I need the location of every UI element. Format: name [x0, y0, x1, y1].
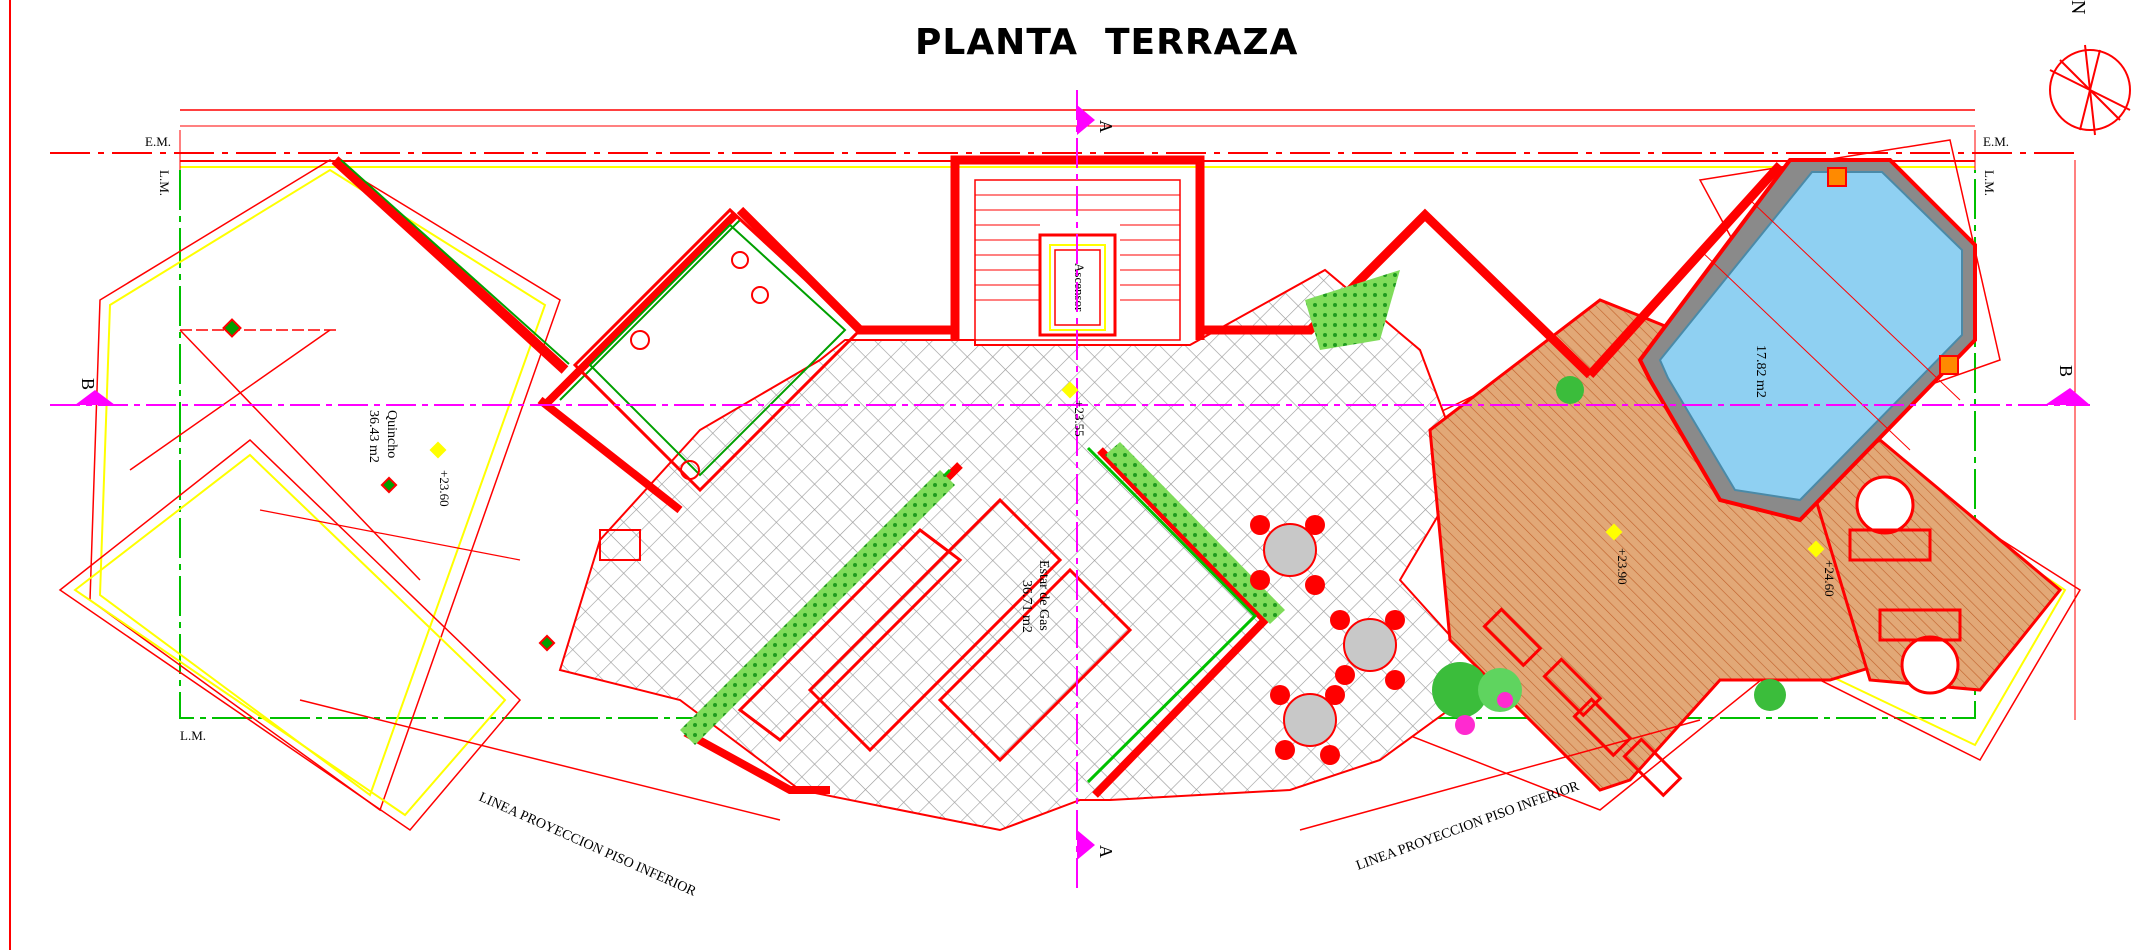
- quincho-label: Quincho: [384, 410, 399, 458]
- section-a-bottom: A: [1096, 845, 1116, 858]
- em-label-left: E.M.: [145, 134, 171, 149]
- estar-area-label: 36.71 m2: [1019, 580, 1034, 633]
- section-a-top: A: [1096, 120, 1116, 133]
- em-label-right: E.M.: [1983, 134, 2009, 149]
- estar-label: Estar de Gas: [1036, 560, 1051, 631]
- quincho-level-label: +23.60: [437, 470, 452, 507]
- section-axes: [50, 90, 2090, 890]
- service-rooms: [572, 207, 863, 561]
- section-b-left: B: [78, 378, 98, 390]
- quincho-walls: [129, 156, 570, 652]
- deck-level-label: +23.90: [1615, 548, 1630, 585]
- lm-label-right: L.M.: [1982, 170, 1997, 196]
- plan-title: PLANTA TERRAZA: [915, 22, 1299, 63]
- property-boundary: [179, 170, 1976, 719]
- north-label: N: [2067, 0, 2089, 14]
- lounge-chairs: [1482, 528, 1962, 798]
- benches: [737, 497, 1133, 763]
- projection-label-right: LINEA PROYECCION PISO INFERIOR: [1354, 779, 1582, 874]
- right-level-label: +24.60: [1822, 560, 1837, 597]
- section-b-right: B: [2056, 365, 2076, 377]
- quincho-area-label: 36.43 m2: [366, 410, 381, 463]
- north-arrow-icon: [2049, 44, 2131, 136]
- terrace-floor: [558, 268, 1492, 832]
- projection-lines: [299, 699, 1701, 831]
- pool: [1637, 158, 1977, 523]
- lm-label-left: L.M.: [157, 170, 172, 196]
- pool-area-label: 17.82 m2: [1753, 345, 1768, 398]
- ascensor-label: Ascensor: [1072, 263, 1087, 312]
- planters: [680, 270, 1786, 745]
- projection-label-left: LINEA PROYECCION PISO INFERIOR: [476, 790, 698, 900]
- lm-label-bottom: L.M.: [180, 728, 206, 743]
- umbrella-tables: [1250, 475, 1960, 765]
- terrace-walls: [537, 161, 1784, 798]
- center-level-label: +23.55: [1072, 400, 1087, 437]
